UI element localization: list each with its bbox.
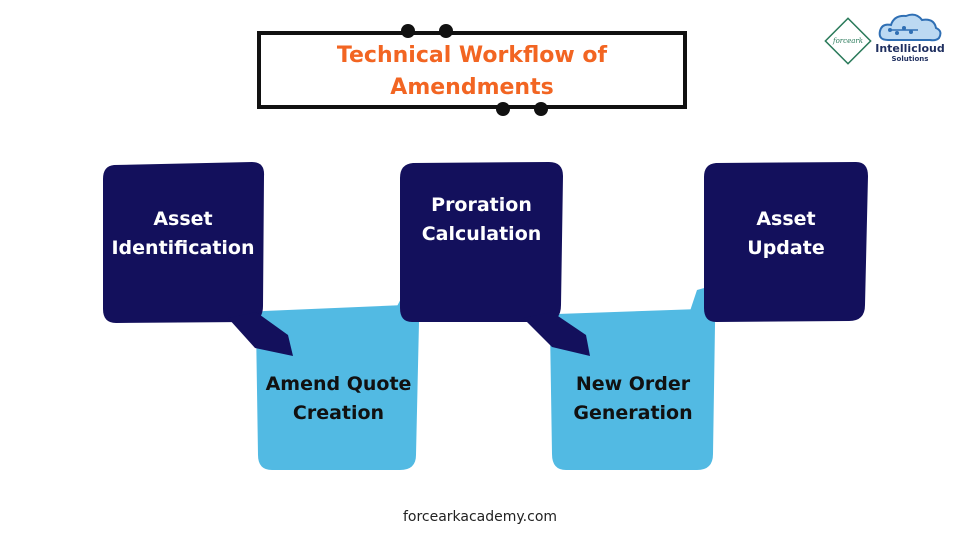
title-line-2: Amendments [390, 75, 554, 100]
step-label-line: Identification [111, 237, 255, 259]
step-label-line: New Order [575, 373, 691, 395]
step-label-line: Asset [756, 208, 816, 230]
step-box-new-order-generation [550, 309, 716, 470]
step-box-amend-quote-creation [256, 305, 420, 470]
step-label-proration-calculation: Proration Calculation [400, 191, 563, 249]
forceark-logo-text: forceark [832, 37, 863, 45]
frame-dot-bottom-right [534, 102, 548, 116]
step-box-proration-calculation [400, 162, 563, 322]
intellicloud-sub: Solutions [891, 55, 929, 63]
intellicloud-logo-mark [878, 13, 942, 42]
footer-url: forcearkacademy.com [402, 509, 558, 525]
step-label-asset-update: Asset Update [704, 205, 868, 263]
step-tail-asset-identification [228, 312, 293, 356]
step-label-new-order-generation: New Order Generation [550, 370, 716, 428]
step-label-line: Update [747, 237, 825, 259]
step-label-line: Proration [431, 194, 532, 216]
forceark-logo: forceark [824, 17, 872, 65]
frame-dot-bottom-left [496, 102, 510, 116]
step-label-line: Creation [292, 402, 385, 424]
frame-dot-top-left [401, 24, 415, 38]
frame-dot-top-right [439, 24, 453, 38]
step-label-asset-identification: Asset Identification [103, 205, 263, 263]
step-tail-proration-calculation [523, 312, 590, 356]
step-box-asset-update [704, 162, 868, 322]
step-label-line: Calculation [421, 223, 542, 245]
title-frame [257, 31, 687, 109]
step-box-asset-identification [103, 162, 265, 323]
intellicloud-logo-text: Intellicloud Solutions [872, 43, 948, 64]
title-line-1: Technical Workflow of [336, 43, 608, 68]
step-label-line: Asset [153, 208, 213, 230]
step-label-line: Generation [573, 402, 693, 424]
step-label-line: Amend Quote [265, 373, 412, 395]
diagram-title: Technical Workflow of Amendments [257, 40, 687, 104]
intellicloud-name: Intellicloud [875, 42, 945, 55]
step-label-amend-quote-creation: Amend Quote Creation [256, 370, 421, 428]
